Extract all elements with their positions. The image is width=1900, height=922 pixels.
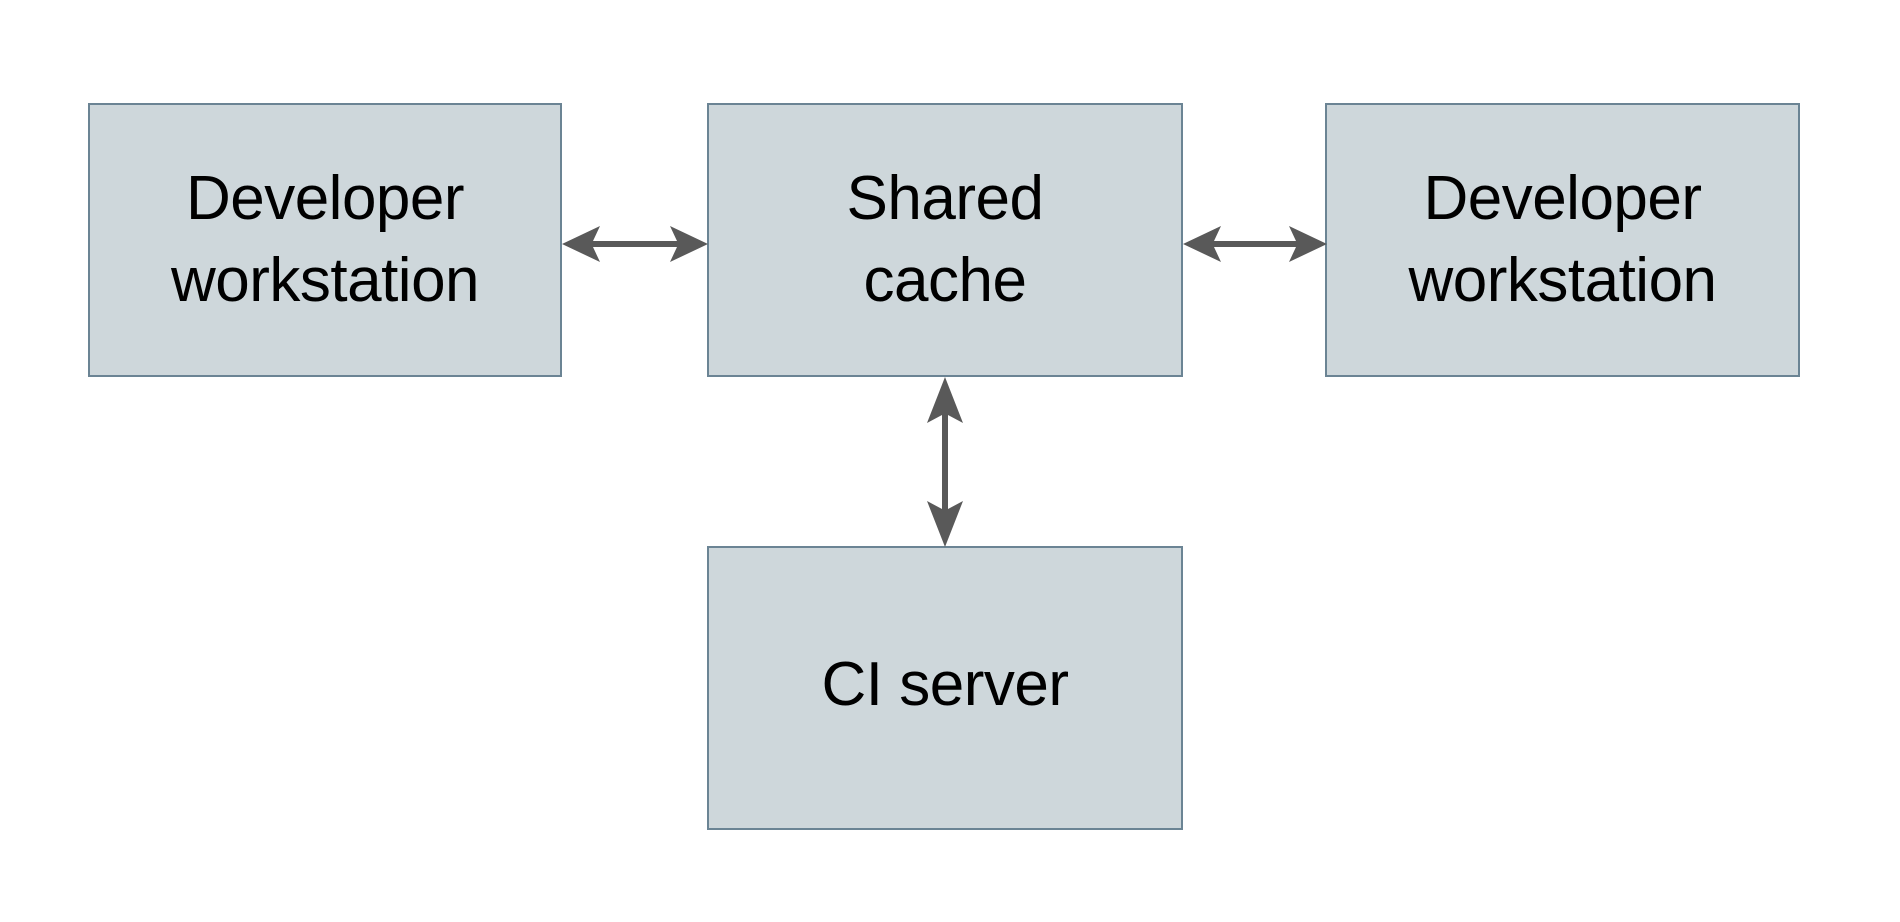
double-arrow-vertical-icon xyxy=(927,377,963,547)
node-ci-server[interactable]: CI server xyxy=(707,546,1183,830)
node-label: CI server xyxy=(821,650,1069,719)
double-arrow-horizontal-icon xyxy=(1183,226,1327,262)
edge-developer-workstation-left-to-shared-cache xyxy=(556,213,714,275)
node-developer-workstation-left[interactable]: Developer workstation xyxy=(88,103,562,377)
node-label: Developer workstation xyxy=(170,164,480,315)
node-label: Shared cache xyxy=(846,164,1044,315)
node-label: Developer workstation xyxy=(1408,164,1717,315)
node-developer-workstation-right[interactable]: Developer workstation xyxy=(1325,103,1800,377)
edge-shared-cache-to-developer-workstation-right xyxy=(1177,213,1333,275)
node-shared-cache[interactable]: Shared cache xyxy=(707,103,1183,377)
edge-shared-cache-to-ci-server xyxy=(914,371,976,553)
double-arrow-horizontal-icon xyxy=(562,226,708,262)
